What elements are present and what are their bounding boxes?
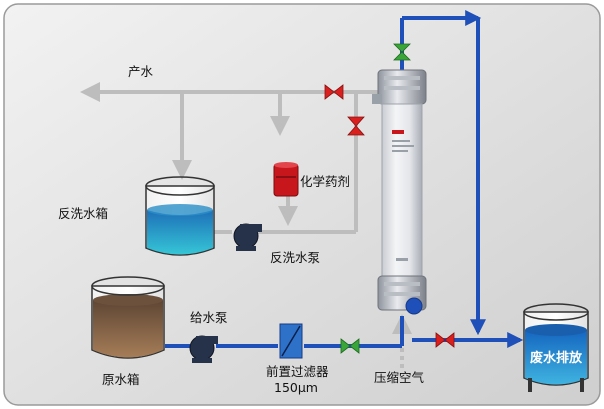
waste-tank — [523, 303, 589, 392]
backwash-pump-icon — [233, 223, 262, 251]
product-water-label: 产水 — [128, 64, 154, 79]
feed-pump-icon — [189, 335, 218, 363]
chemical-drum-icon — [273, 162, 299, 197]
valve-green-feed — [340, 338, 360, 354]
prefilter-icon — [279, 323, 303, 359]
chemical-label: 化学药剂 — [300, 174, 350, 189]
valve-red-backwash — [347, 116, 365, 136]
feed-and-waste-pipes — [165, 10, 524, 348]
valve-green-top — [393, 43, 411, 61]
raw-water-tank — [91, 276, 165, 359]
backwash-pump-label: 反洗水泵 — [270, 250, 320, 265]
valve-red-product — [324, 84, 344, 100]
prefilter-size-label: 150μm — [274, 380, 318, 395]
feed-pump-label: 给水泵 — [190, 310, 228, 325]
backwash-tank — [145, 176, 215, 256]
uf-membrane-module — [372, 69, 427, 315]
raw-tank-label: 原水箱 — [102, 372, 140, 387]
waste-discharge-label: 废水排放 — [530, 350, 583, 366]
valve-red-drain — [435, 332, 455, 348]
compressed-air-label: 压缩空气 — [374, 370, 425, 385]
prefilter-label: 前置过滤器 — [266, 364, 329, 379]
backwash-tank-label: 反洗水箱 — [58, 206, 108, 221]
